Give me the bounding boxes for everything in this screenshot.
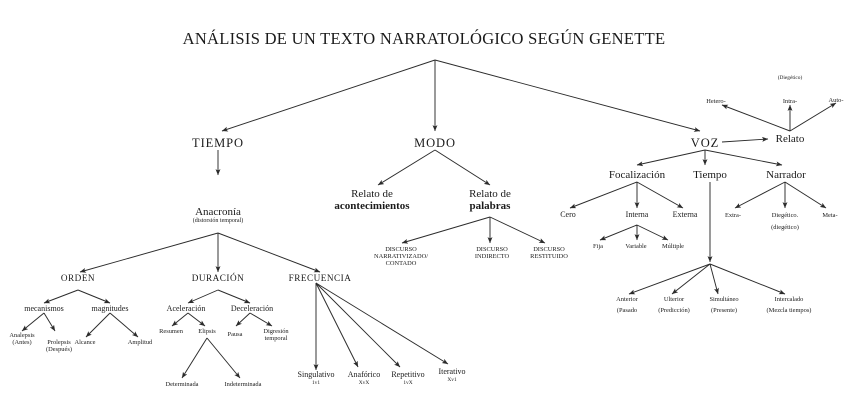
node-anaforico-label: Anafórico	[347, 370, 381, 379]
node-tiempo: TIEMPO	[192, 136, 244, 150]
node-orden: ORDEN	[60, 273, 96, 283]
node-discurso-narrativizado-line1: DISCURSO	[385, 246, 417, 253]
node-relato-acontecimientos-line1: Relato de	[351, 188, 393, 200]
node-anacronia: Anacronía (distorsión temporal)	[193, 206, 244, 225]
node-discurso-restituido: DISCURSO RESTITUIDO	[530, 246, 568, 260]
node-narrador: Narrador	[766, 169, 806, 181]
node-singulativo-note: 1v1	[311, 379, 321, 386]
node-simultaneo: Simultáneo (Presente)	[709, 296, 738, 314]
node-focalizacion: Focalización	[608, 169, 666, 181]
node-modo: MODO	[414, 136, 456, 150]
node-intercalado-note: (Mezcla tiempos)	[766, 307, 812, 315]
node-repetitivo: Repetitivo 1vX	[391, 370, 425, 386]
node-intercalado-label: Intercalado	[774, 296, 804, 303]
node-anterior-label: Anterior	[616, 296, 638, 303]
node-prolepsis-label: Prolepsis	[47, 339, 71, 346]
node-discurso-indirecto-line2: INDIRECTO	[474, 253, 510, 261]
node-anacronia-label: Anacronía	[195, 206, 241, 218]
node-repetitivo-note: 1vX	[403, 379, 413, 386]
node-indeterminada: Indeterminada	[224, 381, 262, 388]
node-hetero: Hetero-	[706, 98, 726, 105]
node-relato-acontecimientos: Relato de acontecimientos	[334, 188, 409, 213]
node-fija: Fija	[593, 243, 603, 250]
node-relato: Relato	[775, 133, 805, 145]
node-ulterior: Ulterior (Predicción)	[658, 296, 690, 314]
node-externa: Externa	[672, 210, 698, 219]
node-discurso-narrativizado-line2: NARRATIVIZADO/	[374, 253, 428, 261]
node-intercalado: Intercalado (Mezcla tiempos)	[767, 296, 812, 314]
node-relato-palabras-line1: Relato de	[469, 188, 511, 200]
node-relato-palabras-line2: palabras	[469, 200, 511, 213]
node-digresion-note: temporal	[264, 335, 288, 343]
node-amplitud: Amplitud	[127, 339, 153, 346]
node-iterativo-note: Xv1	[447, 376, 457, 383]
node-auto: Auto-	[828, 97, 844, 104]
node-interna: Interna	[625, 210, 649, 219]
node-diegetico: Diegético. (diegético)	[771, 212, 799, 231]
node-iterativo-label: Iterativo	[438, 367, 466, 376]
node-duracion: DURACIÓN	[191, 273, 245, 283]
node-determinada: Determinada	[165, 381, 199, 388]
node-aceleracion: Aceleración	[166, 304, 206, 313]
node-elipsis: Elipsis	[198, 328, 216, 335]
diagram-title: ANÁLISIS DE UN TEXTO NARRATOLÓGICO SEGÚN…	[182, 29, 666, 48]
node-frecuencia: FRECUENCIA	[288, 273, 352, 283]
node-anterior: Anterior (Pasado	[616, 296, 638, 314]
node-repetitivo-label: Repetitivo	[391, 370, 425, 379]
node-digresion-label: Digresión	[263, 328, 289, 335]
node-discurso-indirecto: DISCURSO INDIRECTO	[475, 246, 509, 260]
node-relato-palabras: Relato de palabras	[469, 188, 511, 213]
node-prolepsis: Prolepsis (Después)	[46, 339, 72, 353]
node-meta: Meta-	[822, 212, 838, 219]
node-voz: VOZ	[690, 136, 720, 150]
node-singulativo: Singulativo 1v1	[297, 370, 335, 386]
node-anaforico: Anafórico XvX	[347, 370, 381, 386]
node-variable: Variable	[625, 243, 647, 250]
node-discurso-restituido-line1: DISCURSO	[533, 246, 565, 253]
node-extra: Extra-	[725, 212, 741, 219]
node-discurso-narrativizado: DISCURSO NARRATIVIZADO/ CONTADO	[374, 246, 428, 268]
node-cero: Cero	[560, 210, 576, 219]
node-simultaneo-label: Simultáneo	[709, 296, 739, 303]
node-intra: Intra-	[782, 98, 798, 105]
node-discurso-narrativizado-line3: CONTADO	[385, 260, 417, 268]
node-alcance: Alcance	[74, 339, 96, 346]
node-analepsis-note: (Antes)	[12, 339, 32, 347]
node-ulterior-note: (Predicción)	[658, 307, 690, 315]
node-simultaneo-note: (Presente)	[711, 307, 737, 315]
node-mecanismos: mecanismos	[24, 304, 64, 313]
node-discurso-indirecto-line1: DISCURSO	[476, 246, 508, 253]
node-deceleracion: Deceleración	[230, 304, 274, 313]
node-diegetico-label: Diegético.	[771, 212, 799, 219]
node-digresion: Digresión temporal	[263, 328, 288, 342]
node-anaforico-note: XvX	[358, 379, 370, 386]
node-ulterior-label: Ulterior	[663, 296, 685, 303]
node-diegetico-note: (diegético)	[771, 224, 799, 232]
node-iterativo: Iterativo Xv1	[438, 367, 466, 383]
node-multiple: Múltiple	[661, 243, 685, 250]
node-voz-tiempo: Tiempo	[693, 169, 727, 181]
node-diegetico-paren: (Diegético)	[777, 75, 803, 81]
node-pausa: Pausa	[227, 331, 243, 338]
node-analepsis: Analepsis (Antes)	[9, 332, 34, 346]
node-resumen: Resumen	[159, 328, 183, 335]
node-discurso-restituido-line2: RESTITUIDO	[530, 253, 568, 261]
node-anterior-note: (Pasado	[616, 307, 638, 315]
node-anacronia-note: (distorsión temporal)	[192, 218, 244, 225]
node-analepsis-label: Analepsis	[9, 332, 35, 339]
node-relato-acontecimientos-line2: acontecimientos	[334, 200, 410, 213]
node-prolepsis-note: (Después)	[46, 346, 72, 354]
node-magnitudes: magnitudes	[91, 304, 129, 313]
node-singulativo-label: Singulativo	[297, 370, 335, 379]
